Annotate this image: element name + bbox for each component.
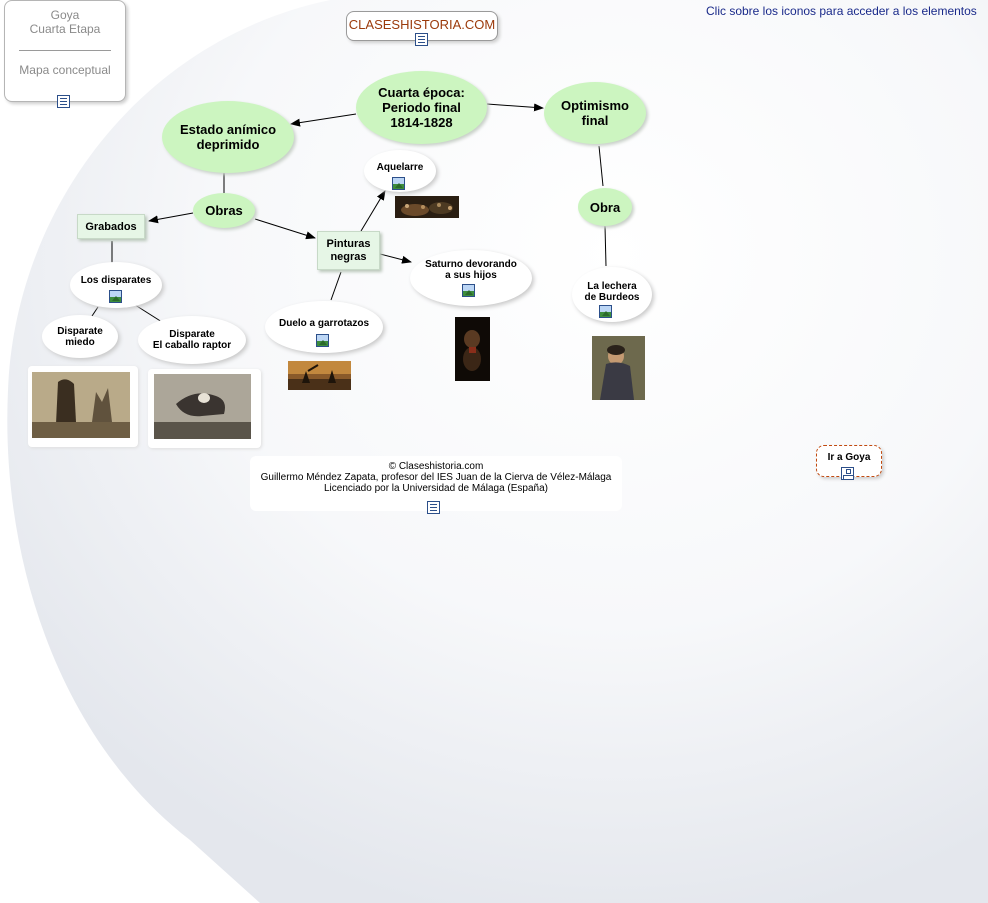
duelo-image-link[interactable] bbox=[316, 334, 329, 352]
info-title: Goya bbox=[50, 8, 80, 22]
disparates-image-link[interactable] bbox=[109, 290, 122, 308]
credit-copyright: © Claseshistoria.com bbox=[388, 461, 484, 472]
node-optimismo-final: Optimismo final bbox=[544, 82, 646, 144]
node-cuarta-epoca: Cuarta época: Periodo final 1814-1828 bbox=[356, 71, 487, 144]
image-icon[interactable] bbox=[599, 305, 612, 318]
node-label: Pinturas bbox=[326, 237, 371, 250]
node-label: Periodo final bbox=[382, 100, 461, 115]
site-link-label: CLASESHISTORIA.COM bbox=[348, 17, 496, 32]
node-label: Disparate bbox=[169, 329, 215, 340]
node-obras: Obras bbox=[193, 193, 255, 228]
node-label: Cuarta época: bbox=[378, 85, 465, 100]
node-label: negras bbox=[330, 250, 367, 263]
info-subtitle: Cuarta Etapa bbox=[29, 22, 101, 36]
node-label: deprimido bbox=[196, 137, 260, 152]
info-box: Goya Cuarta Etapa Mapa conceptual bbox=[4, 0, 126, 102]
goya-network-link[interactable] bbox=[841, 467, 854, 485]
node-label: Obras bbox=[205, 203, 243, 218]
node-disparate-miedo: Disparate miedo bbox=[42, 315, 118, 358]
info-document-link[interactable] bbox=[57, 95, 70, 113]
saturno-image-link[interactable] bbox=[462, 284, 475, 302]
node-label: Optimismo bbox=[561, 98, 629, 113]
aquelarre-image-link[interactable] bbox=[392, 177, 405, 195]
node-label: El caballo raptor bbox=[152, 340, 232, 351]
info-type: Mapa conceptual bbox=[19, 63, 111, 77]
goya-link-label: Ir a Goya bbox=[827, 452, 871, 463]
credit-license: Licenciado por la Universidad de Málaga … bbox=[323, 483, 549, 494]
node-label: a sus hijos bbox=[445, 270, 497, 281]
node-label: Grabados bbox=[85, 220, 137, 233]
node-aquelarre: Aquelarre bbox=[364, 150, 436, 192]
node-lechera-burdeos: La lechera de Burdeos bbox=[572, 267, 652, 322]
image-icon[interactable] bbox=[316, 334, 329, 347]
node-obra: Obra bbox=[578, 188, 632, 226]
node-caballo-raptor: Disparate El caballo raptor bbox=[138, 316, 246, 364]
node-pinturas-negras: Pinturas negras bbox=[317, 231, 380, 270]
node-estado-animico: Estado anímico deprimido bbox=[162, 101, 294, 173]
node-label: La lechera bbox=[587, 281, 637, 292]
lechera-thumbnail[interactable] bbox=[592, 336, 645, 400]
duelo-thumbnail[interactable] bbox=[288, 361, 351, 390]
image-icon[interactable] bbox=[392, 177, 405, 190]
aquelarre-thumbnail[interactable] bbox=[395, 196, 459, 218]
document-icon[interactable] bbox=[415, 33, 428, 46]
info-divider bbox=[19, 50, 111, 51]
image-icon[interactable] bbox=[109, 290, 122, 303]
node-label: Obra bbox=[589, 199, 621, 215]
credit-author: Guillermo Méndez Zapata, profesor del IE… bbox=[260, 472, 612, 483]
node-grabados: Grabados bbox=[77, 214, 145, 239]
node-label: Saturno devorando bbox=[425, 259, 517, 270]
instruction-hint: Clic sobre los iconos para acceder a los… bbox=[706, 4, 977, 18]
node-label: miedo bbox=[65, 336, 95, 348]
node-label: Aquelarre bbox=[376, 162, 424, 173]
footer-document-link[interactable] bbox=[427, 501, 440, 519]
node-label: 1814-1828 bbox=[390, 115, 453, 130]
caballo-raptor-thumbnail[interactable] bbox=[154, 374, 251, 439]
disparate-miedo-thumbnail[interactable] bbox=[32, 372, 130, 438]
document-icon[interactable] bbox=[427, 501, 440, 514]
site-document-link[interactable] bbox=[415, 33, 428, 51]
node-label: final bbox=[581, 113, 609, 128]
lechera-image-link[interactable] bbox=[599, 305, 612, 323]
node-label: Duelo a garrotazos bbox=[278, 318, 370, 329]
saturno-thumbnail[interactable] bbox=[455, 317, 490, 381]
network-icon[interactable] bbox=[841, 467, 854, 480]
node-label: Estado anímico bbox=[179, 122, 277, 137]
document-icon[interactable] bbox=[57, 95, 70, 108]
node-label: Los disparates bbox=[80, 275, 152, 286]
node-label: Disparate bbox=[57, 325, 103, 337]
image-icon[interactable] bbox=[462, 284, 475, 297]
node-label: de Burdeos bbox=[584, 292, 640, 303]
